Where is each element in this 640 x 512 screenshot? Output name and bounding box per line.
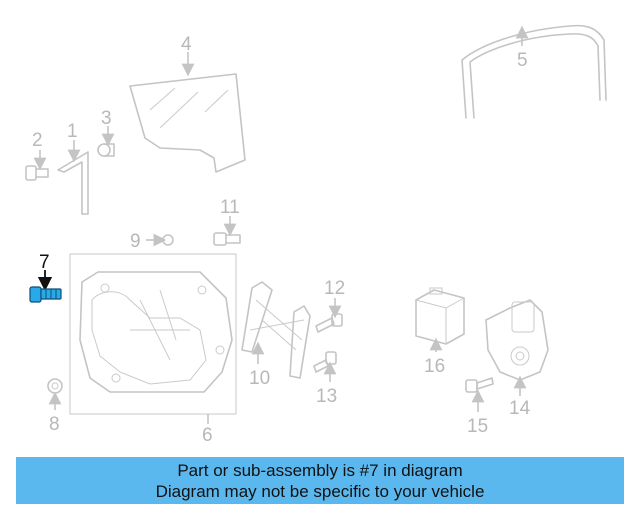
- part-3-grommet[interactable]: 3: [97, 108, 115, 157]
- part-5-run-channel[interactable]: 5: [461, 24, 607, 119]
- callout-12: 12: [324, 278, 345, 299]
- callout-10: 10: [249, 368, 270, 389]
- part-13-bolt[interactable]: 13: [313, 351, 337, 407]
- part-10-regulator[interactable]: 10: [241, 281, 311, 389]
- callout-5: 5: [517, 50, 528, 71]
- callout-11: 11: [220, 197, 240, 218]
- part-2-bolt[interactable]: 2: [25, 130, 49, 181]
- banner-line-1: Part or sub-assembly is #7 in diagram: [177, 461, 463, 480]
- callout-3: 3: [101, 108, 112, 129]
- callout-2: 2: [32, 130, 43, 151]
- callout-6: 6: [202, 425, 213, 446]
- callout-4: 4: [181, 34, 192, 55]
- part-7-bolt-highlighted[interactable]: 7: [29, 252, 62, 303]
- part-4-glass[interactable]: 4: [129, 34, 246, 173]
- part-14-motor[interactable]: 14: [485, 299, 549, 419]
- part-6-door-panel[interactable]: 6: [69, 253, 237, 446]
- part-16-module[interactable]: 16: [415, 287, 465, 377]
- part-9-clip[interactable]: 9: [130, 231, 174, 252]
- callout-16: 16: [424, 356, 445, 377]
- callout-9: 9: [130, 231, 141, 252]
- callout-15: 15: [467, 416, 488, 437]
- part-1-bracket[interactable]: 1: [57, 121, 89, 215]
- callout-1: 1: [67, 121, 78, 142]
- callout-14: 14: [509, 398, 531, 419]
- callout-7: 7: [39, 252, 50, 273]
- banner-line-2: Diagram may not be specific to your vehi…: [155, 482, 485, 501]
- part-12-bolt[interactable]: 12: [315, 278, 345, 333]
- part-15-screw[interactable]: 15: [465, 377, 494, 437]
- info-banner: Part or sub-assembly is #7 in diagram Di…: [16, 457, 624, 504]
- callout-13: 13: [316, 386, 337, 407]
- part-8-plug[interactable]: 8: [47, 378, 63, 435]
- part-11-bolt[interactable]: 11: [213, 197, 241, 246]
- callout-8: 8: [49, 414, 60, 435]
- parts-diagram: 4 5 1 2 3 9 11 7: [25, 24, 607, 446]
